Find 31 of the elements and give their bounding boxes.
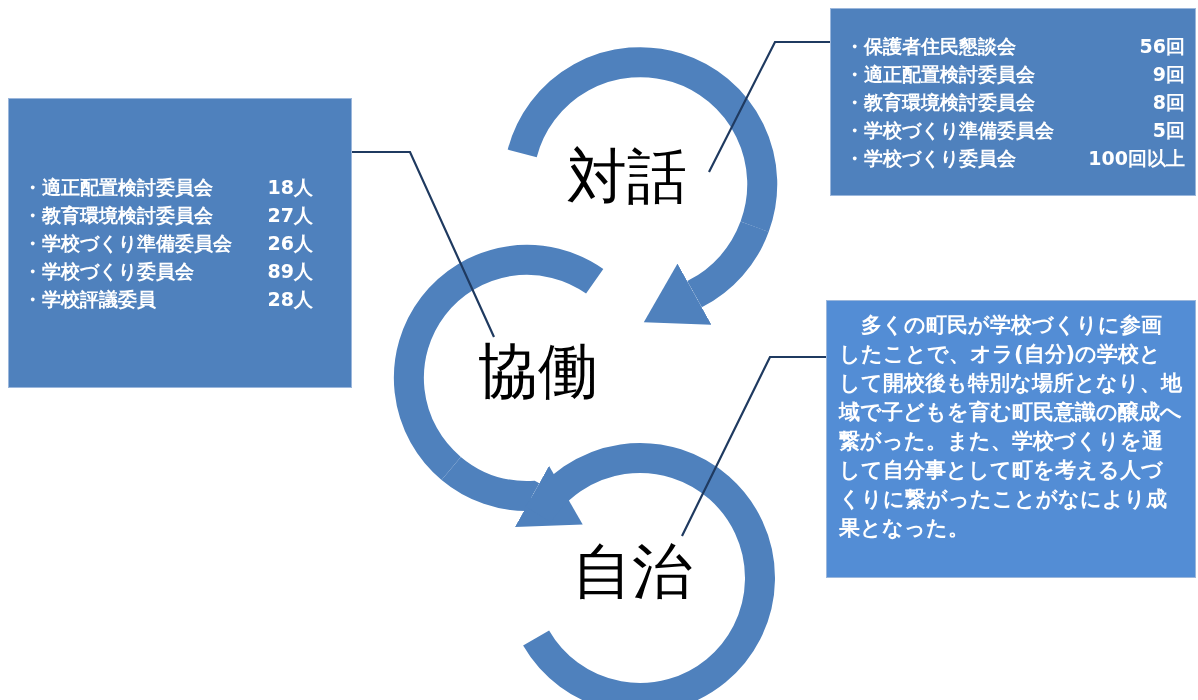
committee-name: ・適正配置検討委員会 — [845, 62, 1036, 87]
committee-name: ・教育環境検討委員会 — [845, 90, 1036, 115]
keyword-label: 協働 — [478, 340, 598, 402]
count-text: 89人 — [266, 259, 313, 284]
leader-line — [681, 355, 826, 537]
count-text: 56回 — [1138, 34, 1185, 59]
count-text: 100回以上 — [1087, 146, 1185, 171]
committee-name: ・教育環境検討委員会 — [23, 203, 214, 228]
count-text: 8回 — [1151, 90, 1185, 115]
count-text: 18人 — [266, 175, 313, 200]
count-text: 28人 — [266, 287, 313, 312]
committee-name: ・学校づくり委員会 — [23, 259, 195, 284]
leader-line — [708, 40, 830, 173]
tally-box — [8, 98, 352, 388]
count-text: 9回 — [1151, 62, 1185, 87]
committee-name: ・保護者住民懇談会 — [845, 34, 1017, 59]
leader-line — [352, 150, 495, 338]
committee-name: ・学校づくり準備委員会 — [845, 118, 1055, 143]
committee-name: ・適正配置検討委員会 — [23, 175, 214, 200]
keyword-label: 自治 — [572, 540, 692, 602]
cycle-arrow — [442, 456, 583, 527]
tally-box — [830, 8, 1196, 196]
committee-name: ・学校評議委員 — [23, 287, 157, 312]
committee-name: ・学校づくり委員会 — [845, 146, 1017, 171]
summary-box — [826, 300, 1196, 578]
committee-name: ・学校づくり準備委員会 — [23, 231, 233, 256]
count-text: 26人 — [266, 231, 313, 256]
count-text: 5回 — [1151, 118, 1185, 143]
count-text: 27人 — [266, 203, 313, 228]
keyword-label: 対話 — [567, 145, 687, 207]
summary-text: 多くの町民が学校づくりに参画したことで、オラ(自分)の学校として開校後も特別な場所となり、地域で子どもを育む町民意識の醸成へ繋がった。また、学校づくりを通して自分事として町を考える人づくりに繋がったことがなにより成果となった。 — [839, 312, 1183, 542]
